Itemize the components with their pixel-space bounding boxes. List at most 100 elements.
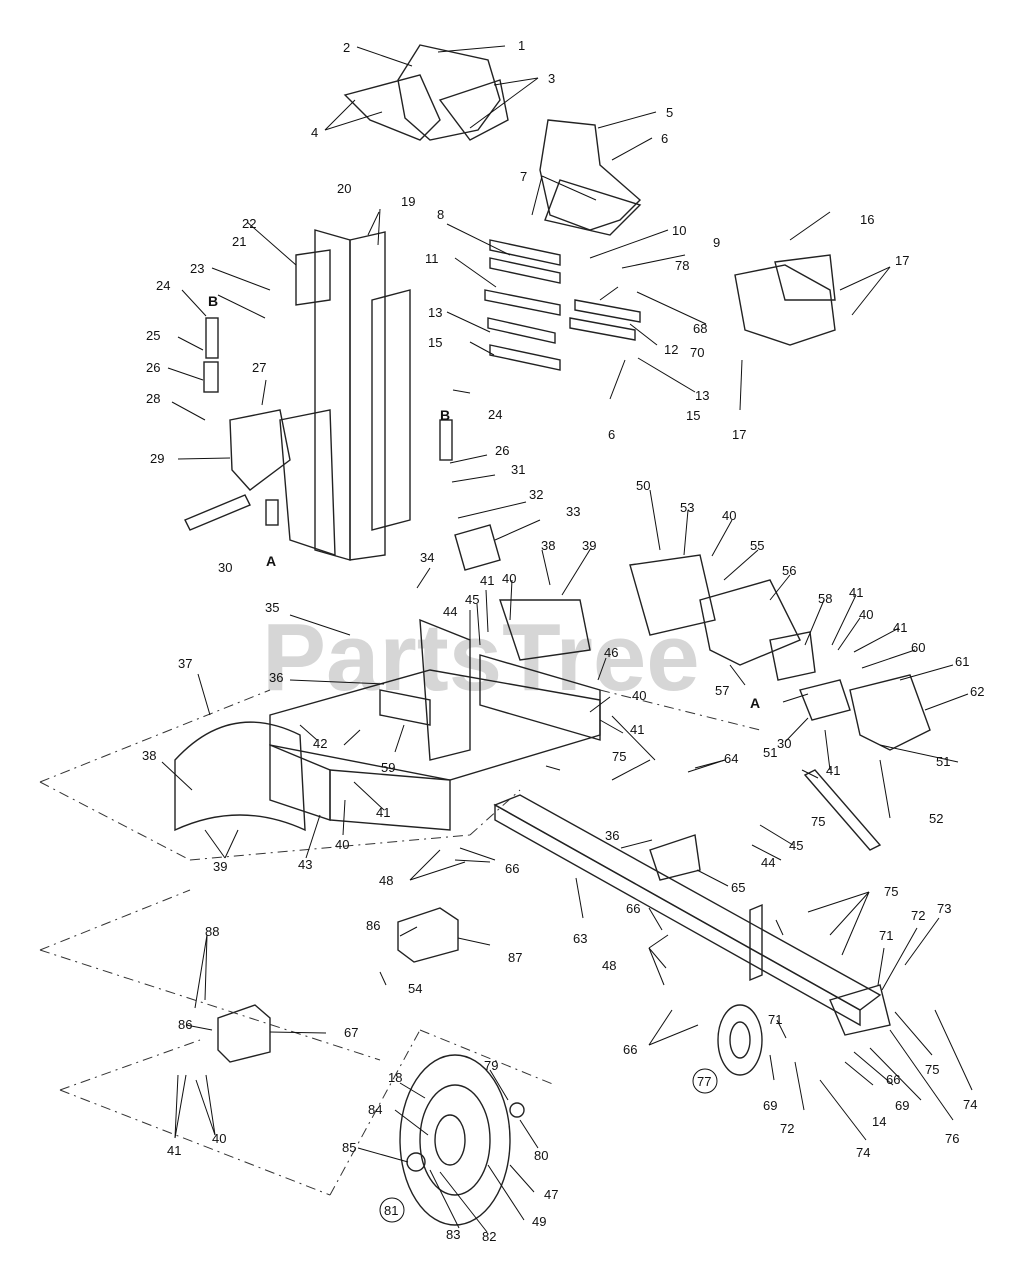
callout-34: 34 xyxy=(420,550,434,565)
callout-83: 83 xyxy=(446,1227,460,1242)
callout-57: 57 xyxy=(715,683,729,698)
assembly-letter-b2: B xyxy=(440,407,450,423)
main-wheel xyxy=(399,1054,525,1226)
callout-14: 14 xyxy=(872,1114,886,1129)
callout-74b: 74 xyxy=(856,1145,870,1160)
callout-27: 27 xyxy=(252,360,266,375)
hydraulic-pump xyxy=(799,674,931,851)
callout-74: 74 xyxy=(963,1097,977,1112)
callout-79: 79 xyxy=(484,1058,498,1073)
callout-39b: 39 xyxy=(582,538,596,553)
callout-31: 31 xyxy=(511,462,525,477)
callout-48: 48 xyxy=(379,873,393,888)
callout-63: 63 xyxy=(573,931,587,946)
callout-25: 25 xyxy=(146,328,160,343)
circled-callout-81: 81 xyxy=(379,1197,405,1223)
callout-41e: 41 xyxy=(826,763,840,778)
callout-11: 11 xyxy=(425,251,439,266)
callout-3: 3 xyxy=(548,71,555,86)
callout-24b: 24 xyxy=(488,407,502,422)
log-cradle-shield xyxy=(343,44,509,141)
callout-41: 41 xyxy=(376,805,390,820)
callout-36: 36 xyxy=(269,670,283,685)
callout-24: 24 xyxy=(156,278,170,293)
callout-78: 78 xyxy=(675,258,689,273)
callout-56: 56 xyxy=(782,563,796,578)
callout-10: 10 xyxy=(672,223,686,238)
callout-26b: 26 xyxy=(495,443,509,458)
callout-48b: 48 xyxy=(602,958,616,973)
callout-41c: 41 xyxy=(849,585,863,600)
callout-23: 23 xyxy=(190,261,204,276)
callout-29: 29 xyxy=(150,451,164,466)
callout-40c: 40 xyxy=(722,508,736,523)
control-valve xyxy=(184,317,291,531)
callout-40f: 40 xyxy=(212,1131,226,1146)
callout-42: 42 xyxy=(313,736,327,751)
callout-62: 62 xyxy=(970,684,984,699)
callout-44b: 44 xyxy=(761,855,775,870)
callout-75: 75 xyxy=(612,749,626,764)
wedge-assembly xyxy=(539,119,642,236)
callout-15b: 15 xyxy=(686,408,700,423)
callout-30b: 30 xyxy=(777,736,791,751)
callout-18: 18 xyxy=(388,1070,402,1085)
callout-86: 86 xyxy=(366,918,380,933)
callout-69: 69 xyxy=(763,1098,777,1113)
callout-50: 50 xyxy=(636,478,650,493)
callout-2: 2 xyxy=(343,40,350,55)
callout-40: 40 xyxy=(335,837,349,852)
callout-1: 1 xyxy=(518,38,525,53)
callout-13: 13 xyxy=(428,305,442,320)
callout-20: 20 xyxy=(337,181,351,196)
callout-4: 4 xyxy=(311,125,318,140)
callout-55: 55 xyxy=(750,538,764,553)
callout-65: 65 xyxy=(731,880,745,895)
callout-60: 60 xyxy=(911,640,925,655)
callout-19: 19 xyxy=(401,194,415,209)
callout-6b: 6 xyxy=(608,427,615,442)
callout-87: 87 xyxy=(508,950,522,965)
callout-71: 71 xyxy=(879,928,893,943)
callout-41g: 41 xyxy=(167,1143,181,1158)
end-bracket xyxy=(734,254,836,346)
assembly-letter-b: B xyxy=(208,293,218,309)
callout-13b: 13 xyxy=(695,388,709,403)
callout-41d: 41 xyxy=(893,620,907,635)
callout-21: 21 xyxy=(232,234,246,249)
callout-38b: 38 xyxy=(541,538,555,553)
svg-text:81: 81 xyxy=(384,1203,398,1218)
callout-15: 15 xyxy=(428,335,442,350)
callout-54: 54 xyxy=(408,981,422,996)
callout-7: 7 xyxy=(520,169,527,184)
callout-6: 6 xyxy=(661,131,668,146)
assembly-letter-a: A xyxy=(266,553,276,569)
callout-9: 9 xyxy=(713,235,720,250)
callout-51b: 51 xyxy=(936,754,950,769)
callout-26: 26 xyxy=(146,360,160,375)
callout-33: 33 xyxy=(566,504,580,519)
callout-41f: 41 xyxy=(630,722,644,737)
callout-69b: 69 xyxy=(895,1098,909,1113)
circled-callout-77: 77 xyxy=(692,1068,718,1094)
leader-lines xyxy=(161,45,973,1233)
jack-wheel xyxy=(717,1004,763,1076)
callout-59: 59 xyxy=(381,760,395,775)
callout-41b: 41 xyxy=(480,573,494,588)
callout-64: 64 xyxy=(724,751,738,766)
callout-46: 46 xyxy=(604,645,618,660)
callout-32: 32 xyxy=(529,487,543,502)
callout-84: 84 xyxy=(368,1102,382,1117)
main-frame xyxy=(269,599,601,831)
fender xyxy=(174,721,306,832)
oil-filter xyxy=(439,419,501,571)
callout-51: 51 xyxy=(763,745,777,760)
callout-45: 45 xyxy=(465,592,479,607)
callout-30: 30 xyxy=(218,560,232,575)
callout-68: 68 xyxy=(693,321,707,336)
callout-17: 17 xyxy=(895,253,909,268)
callout-8: 8 xyxy=(437,207,444,222)
callout-36b: 36 xyxy=(605,828,619,843)
callout-45b: 45 xyxy=(789,838,803,853)
callout-80: 80 xyxy=(534,1148,548,1163)
